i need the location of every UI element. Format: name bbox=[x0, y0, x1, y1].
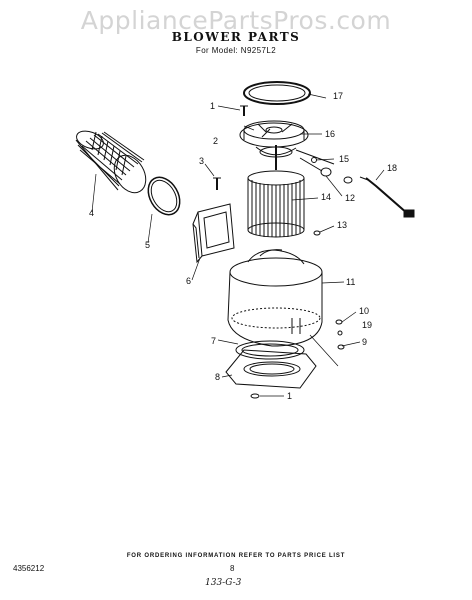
callout-1-bottom: 1 bbox=[287, 391, 293, 401]
ordering-info-note: FOR ORDERING INFORMATION REFER TO PARTS … bbox=[126, 553, 346, 559]
callout-3: 3 bbox=[199, 156, 205, 166]
bottom-gasket-part bbox=[235, 340, 305, 360]
callout-8: 8 bbox=[215, 372, 221, 382]
callout-13: 13 bbox=[337, 220, 348, 230]
callout-15: 15 bbox=[339, 154, 350, 164]
handwritten-code: 133-G-3 bbox=[205, 578, 242, 588]
screw-bottom-part bbox=[250, 393, 260, 399]
wire-harness-part bbox=[359, 176, 415, 218]
screw-left-part bbox=[213, 177, 221, 190]
bracket-hardware-part bbox=[335, 319, 345, 350]
document-part-number: 4356212 bbox=[13, 564, 45, 573]
duct-adapter-part bbox=[192, 203, 235, 264]
callout-5: 5 bbox=[145, 240, 151, 250]
diagram-title: BLOWER PARTS bbox=[171, 30, 301, 44]
callout-12: 12 bbox=[345, 193, 356, 203]
callout-11: 11 bbox=[346, 277, 356, 287]
motor-assembly-part bbox=[239, 120, 309, 170]
base-plate-part bbox=[225, 349, 317, 389]
blower-housing-part bbox=[227, 249, 323, 347]
callout-10: 10 bbox=[359, 306, 370, 316]
callout-4: 4 bbox=[89, 208, 95, 218]
watermark-text: AppliancePartsPros.com bbox=[80, 6, 392, 35]
callout-18: 18 bbox=[387, 163, 398, 173]
flexible-duct-part bbox=[75, 130, 147, 194]
duct-clamp-part bbox=[147, 176, 181, 216]
callout-9: 9 bbox=[362, 337, 368, 347]
callout-2: 2 bbox=[213, 136, 219, 146]
set-screw-part bbox=[313, 230, 321, 236]
callout-14: 14 bbox=[321, 192, 332, 202]
callout-7: 7 bbox=[211, 336, 217, 346]
motor-clip-part bbox=[295, 149, 353, 184]
screw-top-part bbox=[240, 105, 248, 116]
callout-6: 6 bbox=[186, 276, 192, 286]
callout-17: 17 bbox=[333, 91, 344, 101]
model-subtitle: For Model: N9257L2 bbox=[195, 46, 277, 55]
callout-16: 16 bbox=[325, 129, 336, 139]
blower-wheel-part bbox=[247, 170, 305, 238]
leader-lines bbox=[91, 93, 385, 397]
callout-19: 19 bbox=[362, 320, 373, 330]
callout-1-top: 1 bbox=[210, 101, 216, 111]
gasket-ring-part bbox=[243, 81, 311, 105]
page-number: 8 bbox=[230, 564, 235, 573]
